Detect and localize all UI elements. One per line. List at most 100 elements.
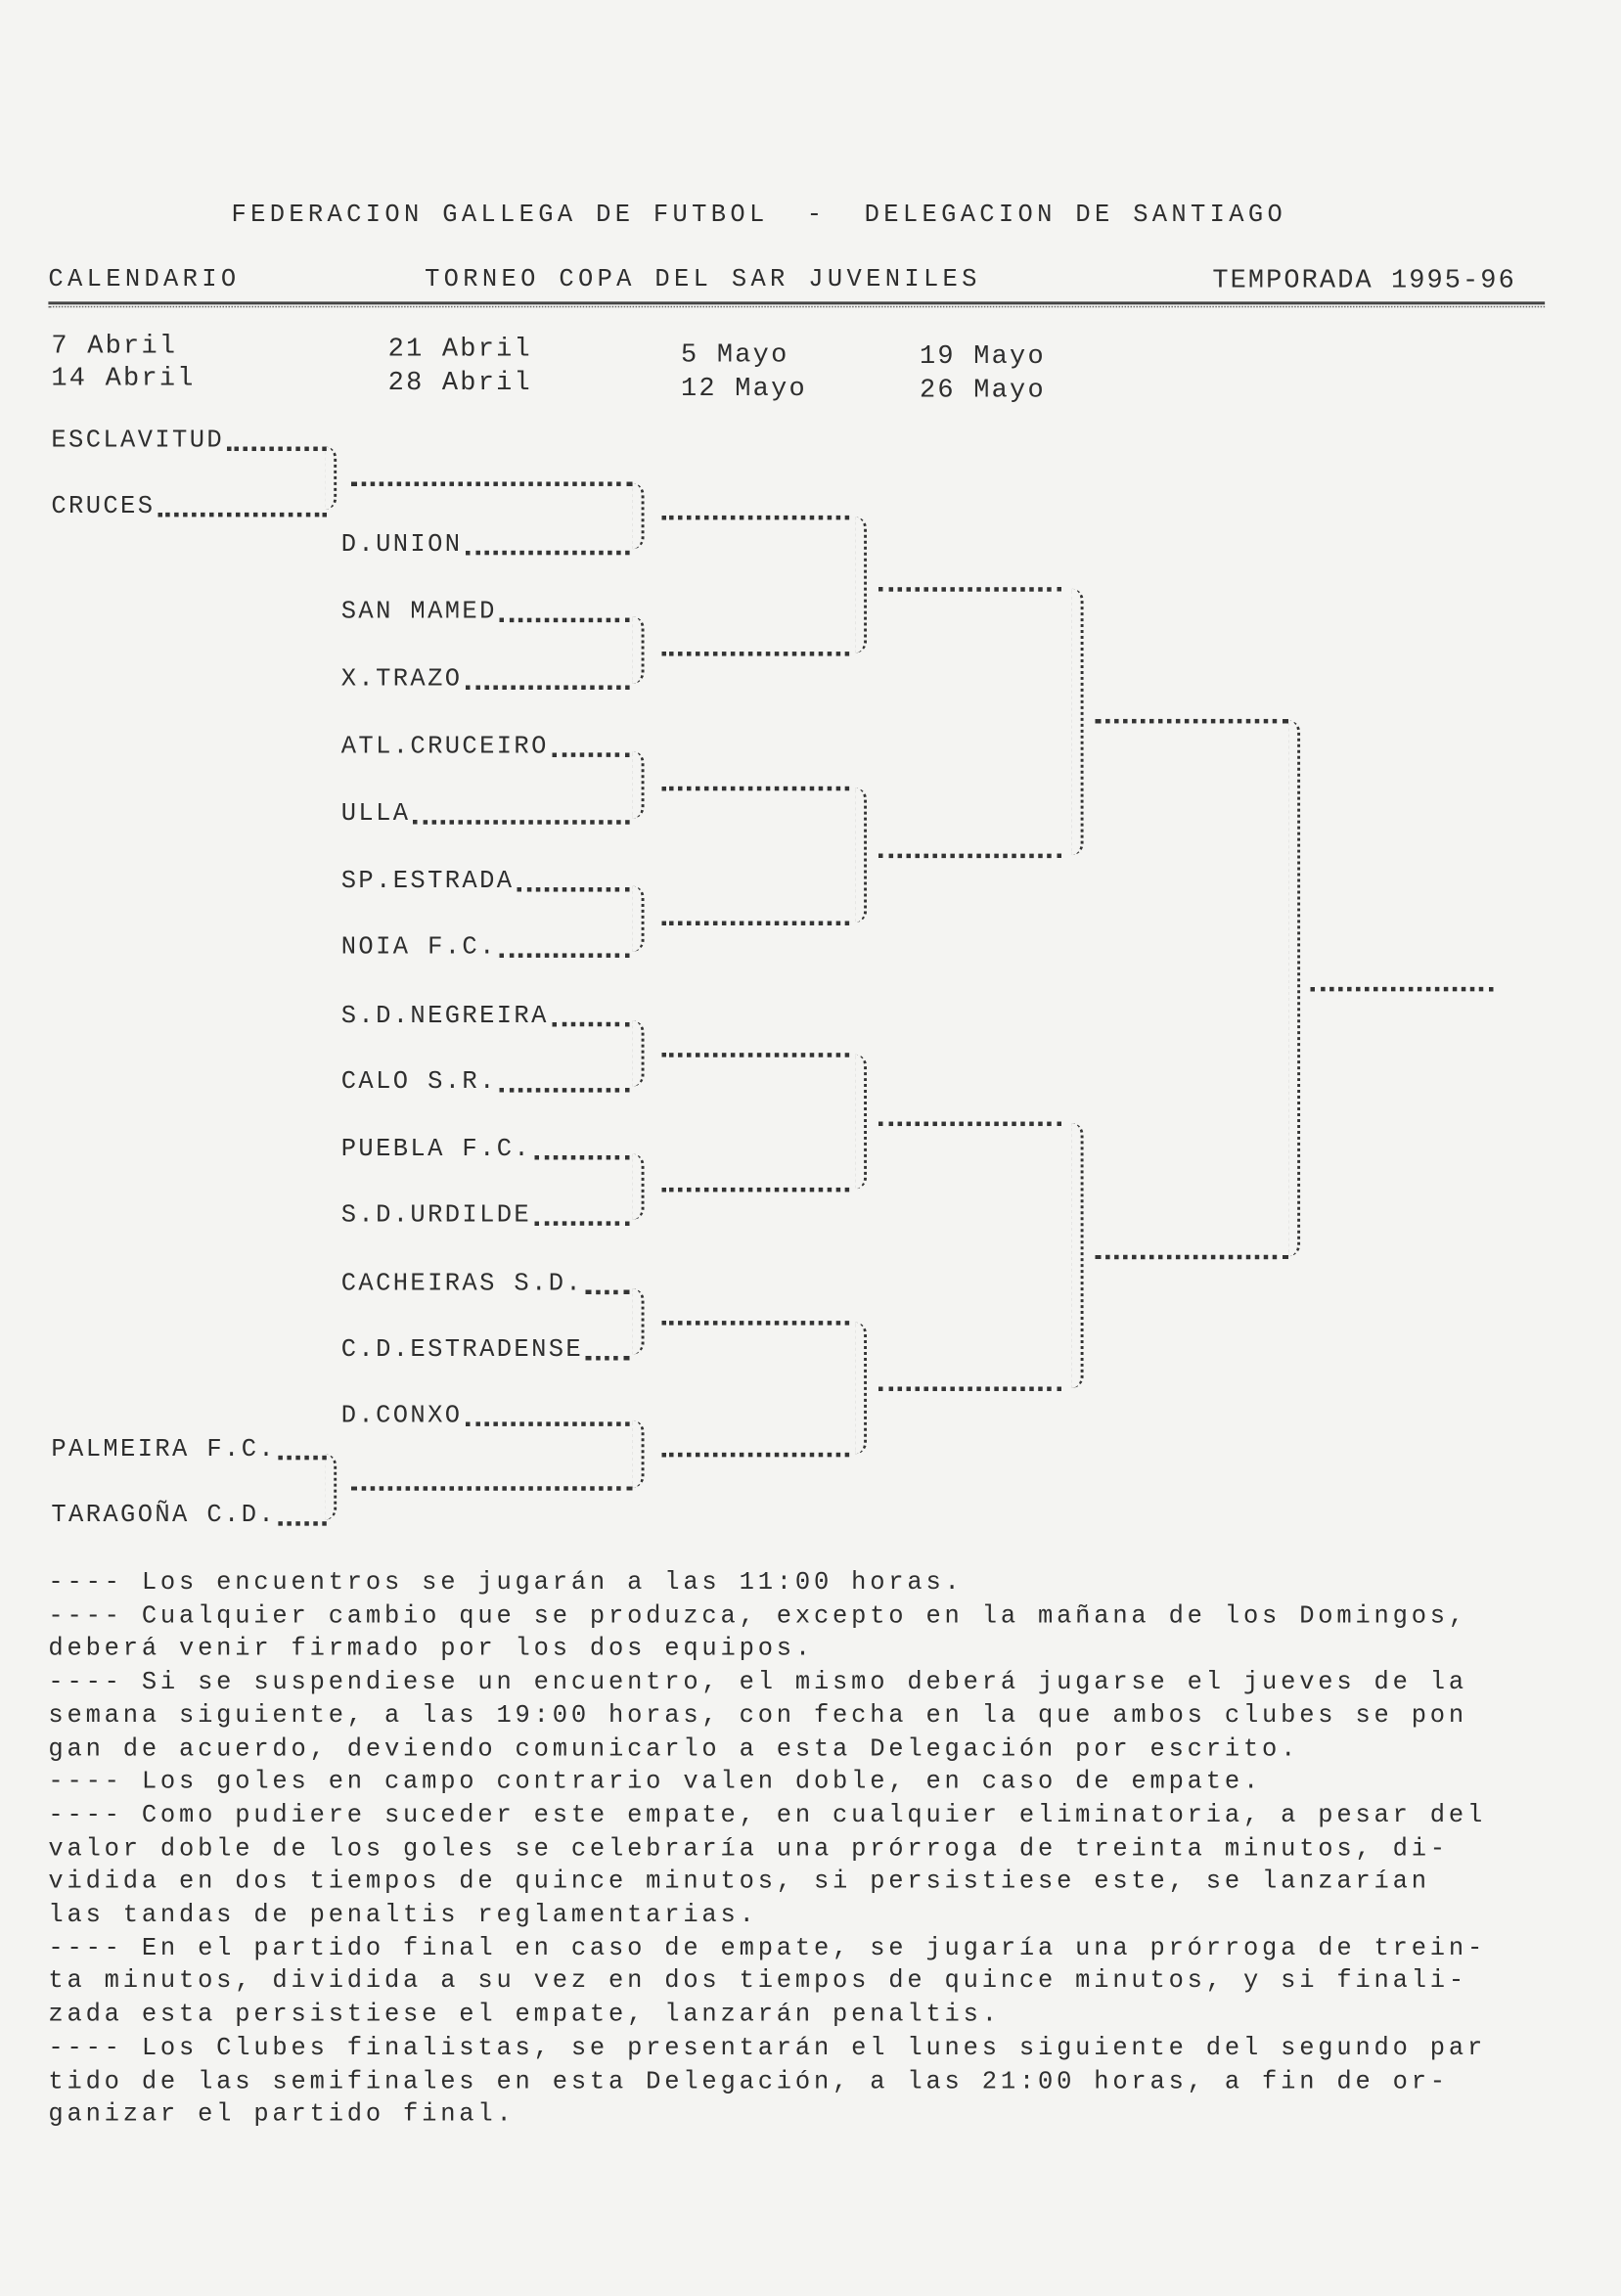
leader-dots xyxy=(551,1021,630,1027)
team-name: X.TRAZO xyxy=(340,666,463,695)
date: 26 Mayo xyxy=(919,376,1046,406)
bracket-line xyxy=(878,587,1062,592)
bracket-line xyxy=(351,481,633,486)
bracket-join xyxy=(633,1288,645,1355)
bracket-join xyxy=(633,1419,645,1488)
bracket-join xyxy=(633,616,645,685)
date: 5 Mayo xyxy=(681,340,789,371)
bracket-line xyxy=(1095,718,1289,724)
leader-dots xyxy=(586,1289,630,1295)
bracket-join xyxy=(1072,588,1084,856)
team-entry: ULLA xyxy=(341,801,630,831)
date: 19 Mayo xyxy=(919,342,1046,373)
team-name: PUEBLA F.C. xyxy=(340,1136,532,1164)
leader-dots xyxy=(586,1356,630,1361)
team-name: S.D.NEGREIRA xyxy=(340,1003,549,1031)
document-title: FEDERACION GALLEGA DE FUTBOL - DELEGACIO… xyxy=(231,202,1287,230)
bracket-join xyxy=(855,788,868,923)
bracket-line xyxy=(661,1321,850,1326)
leader-dots xyxy=(517,887,630,892)
bracket-line xyxy=(1095,1254,1289,1260)
team-name: S.D.URDILDE xyxy=(340,1201,532,1231)
rule-line: ganizar el partido final. xyxy=(48,2101,516,2130)
team-entry: S.D.URDILDE xyxy=(341,1202,630,1232)
team-name: PALMEIRA F.C. xyxy=(51,1436,277,1464)
leader-dots xyxy=(413,820,630,825)
bracket-line xyxy=(878,1386,1062,1391)
rule-line: ---- Si se suspendiese un encuentro, el … xyxy=(48,1669,1468,1697)
bracket-line xyxy=(661,1187,850,1193)
team-name: CACHEIRAS S.D. xyxy=(340,1271,584,1299)
team-entry: D.CONXO xyxy=(341,1403,630,1432)
leader-dots xyxy=(534,1154,630,1160)
bracket-join xyxy=(633,482,645,550)
leader-dots xyxy=(279,1455,327,1461)
leader-dots xyxy=(551,752,630,757)
rule-line: gan de acuerdo, deviendo comunicarlo a e… xyxy=(48,1735,1300,1764)
date: 21 Abril xyxy=(387,335,532,365)
team-name: ATL.CRUCEIRO xyxy=(340,733,549,762)
bracket-join xyxy=(1072,1123,1084,1388)
team-entry: C.D.ESTRADENSE xyxy=(341,1337,630,1367)
team-name: SP.ESTRADA xyxy=(340,868,515,897)
bracket-join xyxy=(855,517,868,653)
leader-dots xyxy=(499,617,630,623)
bracket-join xyxy=(1288,720,1301,1257)
team-entry: D.UNION xyxy=(341,531,630,561)
rule-line: ta minutos, dividida a su vez en dos tie… xyxy=(48,1968,1468,1997)
team-name: SAN MAMED xyxy=(340,599,497,627)
team-entry: CALO S.R. xyxy=(341,1069,630,1099)
bracket-line xyxy=(661,921,850,925)
team-entry: TARAGOÑA C.D. xyxy=(51,1502,327,1532)
team-name: D.UNION xyxy=(340,531,463,560)
rule-line: ---- Los encuentros se jugarán a las 11:… xyxy=(48,1569,964,1598)
leader-dots xyxy=(534,1221,630,1226)
rule-line: ---- Como pudiere suceder este empate, e… xyxy=(48,1802,1487,1830)
bracket-join xyxy=(855,1054,868,1190)
date: 7 Abril xyxy=(51,332,178,362)
season-label: TEMPORADA 1995-96 xyxy=(1212,266,1516,296)
rule-line: deberá venir firmado por los dos equipos… xyxy=(48,1636,814,1664)
bracket-line xyxy=(878,1121,1062,1127)
bracket-join xyxy=(633,1020,645,1087)
team-name: NOIA F.C. xyxy=(340,933,497,963)
bracket-join xyxy=(633,1153,645,1220)
team-name: ULLA xyxy=(340,800,411,830)
leader-dots xyxy=(465,550,630,556)
rule-line: ---- Cualquier cambio que se produzca, e… xyxy=(48,1602,1468,1631)
team-entry: S.D.NEGREIRA xyxy=(341,1003,630,1032)
bracket-join xyxy=(633,885,645,952)
leader-dots xyxy=(158,512,327,518)
leader-dots xyxy=(499,953,630,958)
team-name: D.CONXO xyxy=(340,1402,463,1431)
team-name: ESCLAVITUD xyxy=(51,428,225,456)
leader-dots xyxy=(499,1088,630,1093)
bracket-line xyxy=(878,853,1062,859)
rule-line: semana siguiente, a las 19:00 horas, con… xyxy=(48,1702,1468,1731)
team-entry: NOIA F.C. xyxy=(341,934,630,964)
header-underline xyxy=(48,301,1546,308)
team-name: C.D.ESTRADENSE xyxy=(340,1336,584,1366)
calendar-label: CALENDARIO xyxy=(48,266,241,294)
team-entry: PUEBLA F.C. xyxy=(341,1137,630,1166)
bracket-join xyxy=(325,1454,338,1520)
team-entry: ATL.CRUCEIRO xyxy=(341,734,630,763)
leader-dots xyxy=(279,1521,327,1526)
team-name: TARAGOÑA C.D. xyxy=(51,1502,277,1531)
tournament-name: TORNEO COPA DEL SAR JUVENILES xyxy=(425,266,981,294)
final-winner-line xyxy=(1310,986,1494,992)
team-entry: CACHEIRAS S.D. xyxy=(341,1271,630,1300)
leader-dots xyxy=(227,446,327,452)
rule-line: tido de las semifinales en esta Delegaci… xyxy=(48,2068,1449,2096)
date: 14 Abril xyxy=(51,364,196,394)
leader-dots xyxy=(465,1421,630,1426)
rule-line: ---- Los goles en campo contrario valen … xyxy=(48,1769,1263,1797)
rule-line: zada esta persistiese el empate, lanzará… xyxy=(48,2002,1001,2030)
rule-line: ---- Los Clubes finalistas, se presentar… xyxy=(48,2035,1487,2063)
team-entry: SAN MAMED xyxy=(341,599,630,628)
team-entry: SP.ESTRADA xyxy=(341,869,630,898)
team-entry: CRUCES xyxy=(51,493,327,522)
bracket-line xyxy=(661,786,850,791)
bracket-join xyxy=(325,446,338,510)
